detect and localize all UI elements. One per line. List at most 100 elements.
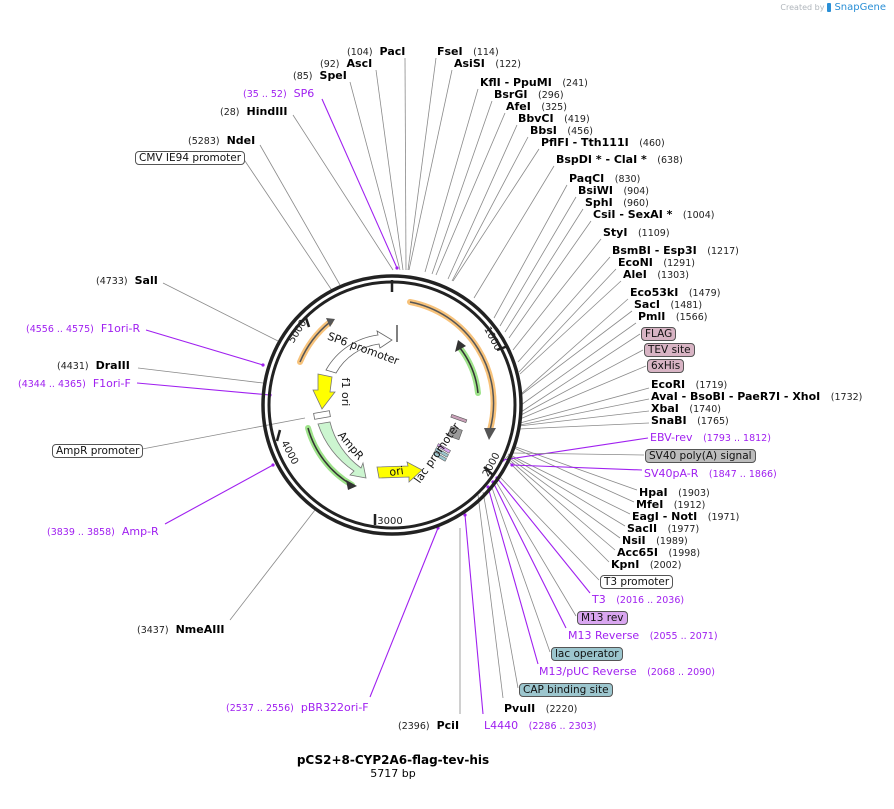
feature-m13-rev[interactable]: M13 rev xyxy=(577,611,628,625)
enzyme-site-draiii[interactable]: (4431) DraIII xyxy=(57,359,130,373)
enzyme-name: AfeI xyxy=(506,100,531,113)
leader-line-sv40-poly-a-signal xyxy=(511,452,645,456)
enzyme-site-bbvci[interactable]: BbvCI (419) xyxy=(518,112,590,126)
leader-line-avai-bsobi-paer7i-xhoi xyxy=(519,398,650,426)
primer-range: (2068 .. 2090) xyxy=(647,667,715,678)
enzyme-site-pmli[interactable]: PmlI (1566) xyxy=(638,310,707,324)
enzyme-site-pflfi-tth111i[interactable]: PflFI - Tth111I (460) xyxy=(541,136,665,150)
enzyme-site-alei[interactable]: AleI (1303) xyxy=(623,268,689,282)
enzyme-site-econi[interactable]: EcoNI (1291) xyxy=(618,256,695,270)
enzyme-site-eagi-noti[interactable]: EagI - NotI (1971) xyxy=(632,510,739,524)
leader-line-ampr-promoter xyxy=(136,417,306,451)
site-position: (28) xyxy=(220,107,240,118)
site-position: (1912) xyxy=(673,500,706,511)
site-position: (960) xyxy=(623,198,649,209)
enzyme-site-sacii[interactable]: SacII (1977) xyxy=(627,522,699,536)
enzyme-site-kfli-ppumi[interactable]: KflI - PpuMI (241) xyxy=(480,76,588,90)
primer-pbr322ori-f[interactable]: (2537 .. 2556) pBR322ori-F xyxy=(226,701,369,715)
enzyme-site-bspdi-clai[interactable]: BspDI * - ClaI * (638) xyxy=(556,153,683,167)
enzyme-name: FseI xyxy=(437,45,463,58)
enzyme-name: BbsI xyxy=(530,124,557,137)
leader-line-6xhis xyxy=(519,365,647,420)
enzyme-site-xbai[interactable]: XbaI (1740) xyxy=(651,402,721,416)
site-position: (1004) xyxy=(682,210,715,221)
primer-binding-site xyxy=(463,513,467,517)
site-position: (2396) xyxy=(398,721,430,732)
enzyme-site-bsrgi[interactable]: BsrGI (296) xyxy=(494,88,564,102)
feature-cap-binding-site[interactable]: CAP binding site xyxy=(519,683,613,697)
enzyme-site-mfei[interactable]: MfeI (1912) xyxy=(636,498,705,512)
leader-line-pvuii xyxy=(477,494,504,699)
enzyme-site-saci[interactable]: SacI (1481) xyxy=(634,298,702,312)
primer-m13-reverse[interactable]: M13 Reverse (2055 .. 2071) xyxy=(568,629,718,643)
primer-range: (2286 .. 2303) xyxy=(528,721,597,732)
enzyme-site-asci[interactable]: (92) AscI xyxy=(320,57,372,71)
enzyme-site-bsiwi[interactable]: BsiWI (904) xyxy=(578,184,649,198)
enzyme-site-paci[interactable]: (104) PacI xyxy=(347,45,405,59)
enzyme-site-nsii[interactable]: NsiI (1989) xyxy=(622,534,688,548)
primer-f1ori-r[interactable]: (4556 .. 4575) F1ori-R xyxy=(26,322,140,336)
enzyme-site-bbsi[interactable]: BbsI (456) xyxy=(530,124,593,138)
primer-l4440[interactable]: L4440 (2286 .. 2303) xyxy=(484,719,596,733)
enzyme-site-sali[interactable]: (4733) SalI xyxy=(96,274,158,288)
enzyme-site-snabi[interactable]: SnaBI (1765) xyxy=(651,414,729,428)
enzyme-site-styi[interactable]: StyI (1109) xyxy=(603,226,670,240)
enzyme-site-hindiii[interactable]: (28) HindIII xyxy=(220,105,287,119)
leader-line-acc65i xyxy=(505,456,616,551)
leader-line-csii-sexai xyxy=(508,220,592,339)
site-position: (114) xyxy=(473,47,499,58)
feature-flag[interactable]: FLAG xyxy=(641,327,677,341)
primer-sp6[interactable]: (35 .. 52) SP6 xyxy=(243,87,314,101)
feature-6xhis[interactable]: 6xHis xyxy=(647,359,685,373)
enzyme-site-sphi[interactable]: SphI (960) xyxy=(585,196,649,210)
enzyme-name: XbaI xyxy=(651,402,679,415)
enzyme-site-asisi[interactable]: AsiSI (122) xyxy=(454,57,521,71)
site-position: (1998) xyxy=(668,548,701,559)
tick-label-5000: 5000 xyxy=(286,318,309,345)
primer-name: F1ori-F xyxy=(92,377,131,390)
inner-label-f1-ori: f1 ori xyxy=(339,378,352,407)
site-position: (1732) xyxy=(830,392,863,403)
site-position: (1977) xyxy=(667,524,700,535)
enzyme-site-afei[interactable]: AfeI (325) xyxy=(506,100,567,114)
enzyme-name: BsmBI - Esp3I xyxy=(612,244,697,257)
plasmid-name: pCS2+8-CYP2A6-flag-tev-his xyxy=(296,753,490,767)
enzyme-site-bsmbi-esp3i[interactable]: BsmBI - Esp3I (1217) xyxy=(612,244,739,258)
enzyme-site-kpni[interactable]: KpnI (2002) xyxy=(611,558,681,572)
enzyme-site-fsei[interactable]: FseI (114) xyxy=(437,45,499,59)
site-position: (2002) xyxy=(649,560,682,571)
enzyme-site-pcii[interactable]: (2396) PciI xyxy=(398,719,459,733)
enzyme-site-pvuii[interactable]: PvuII (2220) xyxy=(504,702,577,716)
enzyme-site-avai-bsobi-paer7i-xhoi[interactable]: AvaI - BsoBI - PaeR7I - XhoI (1732) xyxy=(651,390,862,404)
enzyme-site-paqci[interactable]: PaqCI (830) xyxy=(569,172,640,186)
leader-line-m13-reverse xyxy=(492,481,567,629)
primer-amp-r[interactable]: (3839 .. 3858) Amp-R xyxy=(47,525,159,539)
enzyme-site-ecori[interactable]: EcoRI (1719) xyxy=(651,378,727,392)
primer-ebv-rev[interactable]: EBV-rev (1793 .. 1812) xyxy=(650,431,771,445)
primer-sv40pa-r[interactable]: SV40pA-R (1847 .. 1866) xyxy=(644,467,777,481)
feature-ampr-promoter[interactable]: AmpR promoter xyxy=(52,444,144,458)
enzyme-site-acc65i[interactable]: Acc65I (1998) xyxy=(617,546,700,560)
leader-line-ecori xyxy=(519,387,650,424)
enzyme-site-nmeaiii[interactable]: (3437) NmeAIII xyxy=(137,623,225,637)
enzyme-site-ndei[interactable]: (5283) NdeI xyxy=(188,134,255,148)
backbone xyxy=(261,274,523,536)
primer-m13-puc-reverse[interactable]: M13/pUC Reverse (2068 .. 2090) xyxy=(539,665,715,679)
site-position: (419) xyxy=(564,114,590,125)
feature-t3-promoter[interactable]: T3 promoter xyxy=(600,575,674,589)
feature-lac-operator[interactable]: lac operator xyxy=(551,647,623,661)
feature-tev-site[interactable]: TEV site xyxy=(644,343,695,357)
feature-sv40-poly-a-signal[interactable]: SV40 poly(A) signal xyxy=(645,449,756,463)
primer-f1ori-f[interactable]: (4344 .. 4365) F1ori-F xyxy=(18,377,131,391)
leader-line-xbai xyxy=(518,410,650,427)
leader-line-nmeaiii xyxy=(229,509,316,621)
feature-cmv-ie94-promoter[interactable]: CMV IE94 promoter xyxy=(135,151,246,165)
primer-t3[interactable]: T3 (2016 .. 2036) xyxy=(592,593,684,607)
leader-line-pmli xyxy=(520,322,637,406)
enzyme-site-spei[interactable]: (85) SpeI xyxy=(293,69,347,83)
enzyme-site-eco53ki[interactable]: Eco53kI (1479) xyxy=(630,286,720,300)
enzyme-site-hpai[interactable]: HpaI (1903) xyxy=(639,486,710,500)
primer-name: EBV-rev xyxy=(650,431,693,444)
enzyme-name: SacI xyxy=(634,298,660,311)
enzyme-site-csii-sexai[interactable]: CsiI - SexAI * (1004) xyxy=(593,208,714,222)
